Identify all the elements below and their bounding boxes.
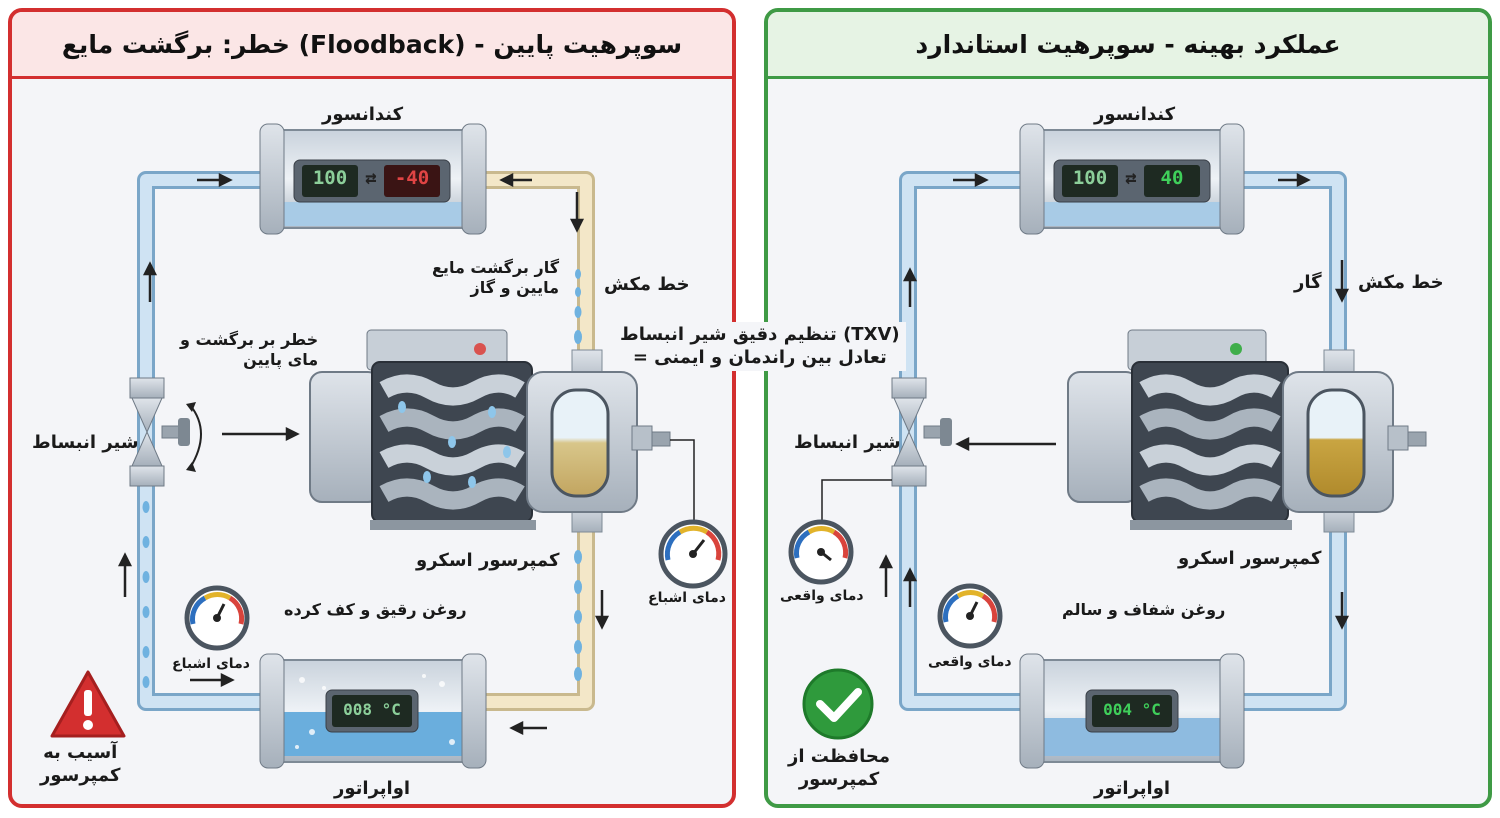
right-condenser-arrow: ⇄: [1125, 167, 1137, 189]
right-suction-line-label: خط مکش: [1358, 272, 1444, 293]
floodback-diagram: [50, 123, 728, 769]
liquid-droplets: [142, 269, 582, 688]
right-actual-temp-label-1: دمای واقعی: [780, 588, 864, 604]
txv-tuning-note: تنظیم دقیق شیر انبساط (TXV) = تعادل بین …: [614, 322, 906, 371]
left-gauge-saturation-1: [658, 519, 728, 589]
warning-label: آسیب به کمپرسور: [40, 742, 121, 786]
left-expansion-valve-label: شیر انبساط: [32, 432, 139, 453]
right-evaporator-display: 004 °C: [1103, 700, 1161, 719]
right-expansion-valve: [891, 377, 952, 487]
protection-label: محافظت از کمپرسور: [788, 746, 891, 790]
left-suction-line-label: خط مکش: [604, 274, 690, 295]
floodback-panel: خطر: برگشت مایع (Floodback) - سوپرهیت پا…: [8, 8, 736, 808]
right-condenser-value: 100: [1072, 167, 1108, 189]
right-actual-temp-label-2: دمای واقعی: [928, 654, 1012, 670]
right-expansion-valve-label: شیر انبساط: [794, 432, 901, 453]
left-condenser-arrow: ⇄: [365, 167, 377, 189]
left-flow-arrows: [117, 172, 610, 736]
left-compressor-label: کمپرسور اسکرو: [416, 550, 560, 571]
optimal-diagram: [788, 123, 1427, 769]
liquid-return-label: گار برگشت مایع مایین و گاز: [432, 258, 559, 297]
left-gauge-saturation-2: [184, 585, 250, 651]
left-condenser-target: -40: [394, 167, 430, 189]
right-flow-arrows: [878, 172, 1350, 630]
right-compressor-label: کمپرسور اسکرو: [1178, 548, 1322, 569]
left-oil-label: روغن رقیق و کف کرده: [284, 600, 467, 619]
left-screw-compressor: [309, 329, 671, 530]
left-condenser-label: کندانسور: [322, 104, 404, 125]
left-expansion-valve: [129, 377, 202, 487]
left-sat-temp-label-1: دمای اشباع: [648, 590, 726, 606]
floodback-title: خطر: برگشت مایع (Floodback) - سوپرهیت پا…: [12, 12, 732, 79]
right-screw-compressor: [1067, 329, 1427, 530]
right-oil-label: روغن شفاف و سالم: [1062, 600, 1226, 619]
left-condenser-value: 100: [312, 167, 348, 189]
warning-icon: [50, 670, 126, 738]
gas-label: گار: [1294, 272, 1322, 293]
right-evaporator: [1019, 653, 1245, 769]
left-evaporator-display: 008 °C: [343, 700, 401, 719]
right-condenser-label: کندانسور: [1094, 104, 1176, 125]
left-evaporator: [259, 653, 487, 769]
optimal-title: عملکرد بهینه - سوپرهیت استاندارد: [768, 12, 1488, 79]
checkmark-icon: [802, 668, 874, 740]
expansion-risk-label: خطر بر برگشت و مای پایین: [180, 330, 319, 369]
right-gauge-actual-2: [937, 583, 1003, 649]
right-evaporator-label: اواپراتور: [1094, 778, 1171, 799]
left-sat-temp-label-2: دمای اشباع: [172, 656, 250, 672]
optimal-panel: عملکرد بهینه - سوپرهیت استاندارد: [764, 8, 1492, 808]
right-condenser-target: 40: [1160, 167, 1184, 189]
right-condenser: [1019, 123, 1245, 235]
left-evaporator-label: اواپراتور: [334, 778, 411, 799]
left-condenser: [259, 123, 487, 235]
right-gauge-actual-1: [788, 519, 854, 585]
